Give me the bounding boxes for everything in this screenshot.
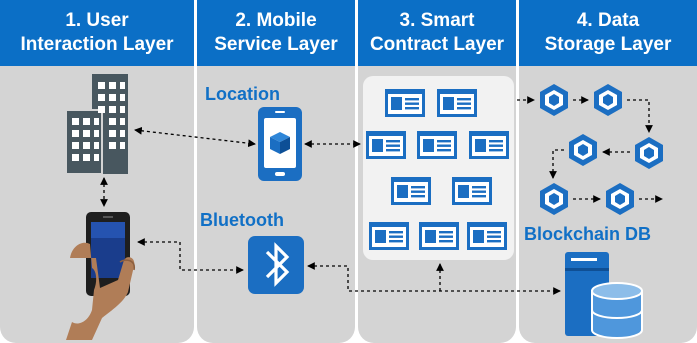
blockchain-db-label: Blockchain DB xyxy=(524,224,652,244)
block-link-arrow xyxy=(549,149,564,179)
block-icon xyxy=(594,84,622,116)
smart-contract-icon xyxy=(417,131,457,159)
layer-1-title-line2: Interaction Layer xyxy=(20,34,174,55)
bluetooth-to-db-arrow xyxy=(307,262,561,295)
smartphone-in-hand-icon xyxy=(66,212,135,340)
bluetooth-label: Bluetooth xyxy=(200,210,284,230)
layer-4-header: 4. Data Storage Layer xyxy=(519,0,697,66)
smart-contract-icon xyxy=(452,177,492,205)
layer-3-title-line1: 3. Smart xyxy=(399,10,475,31)
building-icon xyxy=(65,74,128,175)
layer-2-title-line1: 2. Mobile xyxy=(235,10,317,31)
layer-3-header: 3. Smart Contract Layer xyxy=(358,0,516,66)
block-icon xyxy=(540,183,568,215)
connectors xyxy=(100,96,663,295)
block-link-arrow xyxy=(627,99,653,133)
smart-contract-icon xyxy=(385,89,425,117)
layer-4-title-line2: Storage Layer xyxy=(544,34,672,55)
smart-contract-icon xyxy=(467,222,507,250)
building-to-mobile-arrow xyxy=(134,126,256,148)
smart-contract-icon xyxy=(391,177,431,205)
smart-contract-icon xyxy=(369,222,409,250)
layer-1-title-line1: 1. User xyxy=(65,10,129,31)
user-interaction-layer-column: 1. User Interaction Layer xyxy=(0,0,194,343)
smart-contract-icon xyxy=(419,222,459,250)
blockchain-blocks xyxy=(540,84,663,215)
block-icon xyxy=(606,183,634,215)
layer-3-title-line2: Contract Layer xyxy=(369,34,505,55)
block-icon xyxy=(540,84,568,116)
layer-4-title-line1: 4. Data xyxy=(576,10,640,31)
smart-contract-icon xyxy=(437,89,477,117)
block-icon xyxy=(569,134,597,166)
smart-contract-icon xyxy=(366,131,406,159)
block-icon xyxy=(635,137,663,169)
mobile-service-layer-column: 2. Mobile Service Layer xyxy=(197,0,355,343)
layer-2-header: 2. Mobile Service Layer xyxy=(197,0,355,66)
smart-contract-panel xyxy=(363,76,514,260)
phone-to-bluetooth-arrow xyxy=(137,238,244,274)
bluetooth-icon xyxy=(248,236,304,294)
smart-contract-icon xyxy=(469,131,509,159)
layer-1-header: 1. User Interaction Layer xyxy=(0,0,194,66)
location-label: Location xyxy=(205,84,280,104)
layer-2-title-line2: Service Layer xyxy=(214,34,338,55)
mobile-location-icon xyxy=(258,107,302,181)
database-server-icon xyxy=(565,252,643,339)
